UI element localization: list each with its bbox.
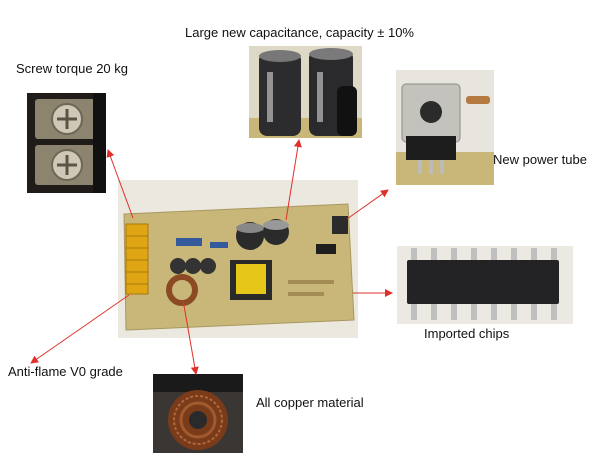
power-supply-board-photo: [118, 180, 358, 338]
capacitance-label: Large new capacitance, capacity ± 10%: [185, 25, 414, 40]
arrow-power-tube: [346, 189, 389, 220]
chip-photo: [397, 246, 573, 324]
power-tube-label: New power tube: [493, 152, 587, 167]
imported-chips-label: Imported chips: [424, 326, 510, 341]
inductor-photo: [153, 374, 243, 453]
arrow-copper: [182, 299, 199, 375]
power-tube-photo: [396, 70, 494, 185]
screw-torque-label: Screw torque 20 kg: [16, 61, 129, 76]
capacitor-photo: [249, 46, 362, 138]
screw-terminal-photo: [27, 93, 106, 193]
arrow-capacitance: [285, 139, 302, 221]
arrow-screw: [106, 149, 134, 219]
anti-flame-label: Anti-flame V0 grade: [8, 364, 123, 379]
arrow-anti-flame: [30, 294, 130, 364]
copper-material-label: All copper material: [256, 395, 364, 410]
